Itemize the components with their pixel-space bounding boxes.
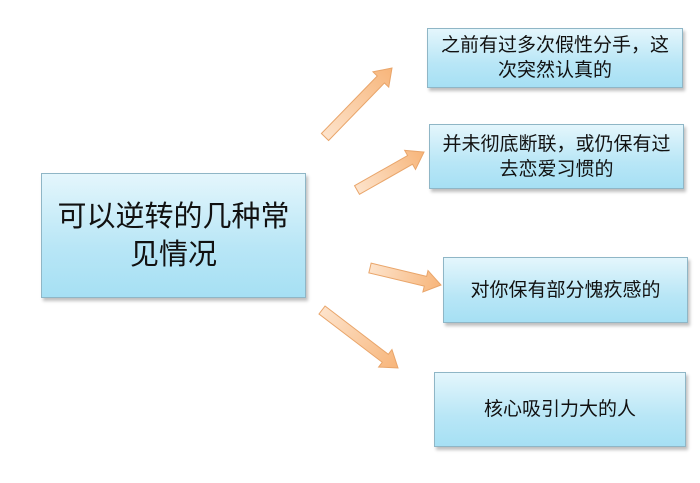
arrow-4 [318, 305, 399, 369]
arrow-3 [368, 262, 442, 293]
branch-label: 核心吸引力大的人 [483, 398, 636, 421]
branch-label: 对你保有部分愧疚感的 [470, 278, 661, 301]
arrow-2 [353, 149, 425, 196]
branch-box-4: 核心吸引力大的人 [434, 372, 686, 447]
central-topic-label: 可以逆转的几种常见情况 [57, 198, 290, 271]
central-topic-box: 可以逆转的几种常见情况 [41, 173, 306, 298]
branch-box-1: 之前有过多次假性分手，这次突然认真的 [427, 28, 683, 88]
branch-box-3: 对你保有部分愧疚感的 [443, 257, 688, 323]
branch-label: 之前有过多次假性分手，这次突然认真的 [440, 34, 669, 81]
branch-box-2: 并未彻底断联，或仍保有过去恋爱习惯的 [429, 124, 684, 189]
branch-label: 并未彻底断联，或仍保有过去恋爱习惯的 [442, 132, 671, 180]
arrow-1 [320, 67, 393, 142]
